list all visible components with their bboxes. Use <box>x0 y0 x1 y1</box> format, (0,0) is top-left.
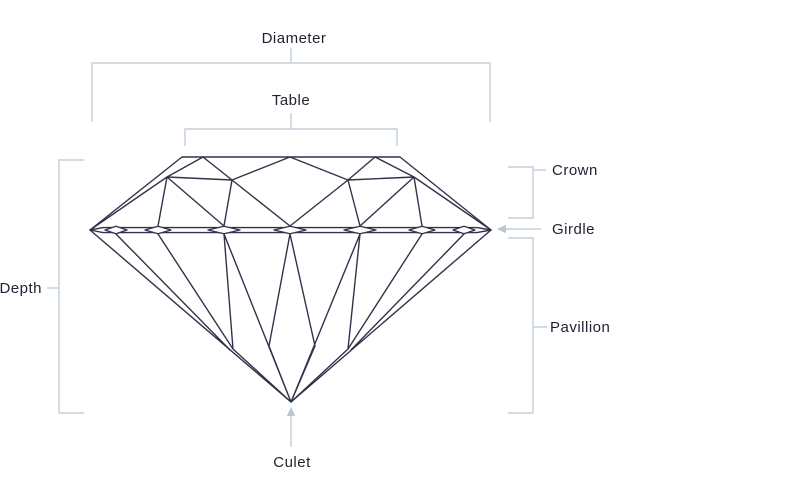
girdle-lens <box>144 225 172 235</box>
diameter-bracket <box>91 48 491 122</box>
table-bracket <box>184 113 398 146</box>
measurement-guides <box>47 48 547 447</box>
crown-bracket <box>508 166 546 219</box>
table-label: Table <box>271 92 311 109</box>
depth-bracket <box>47 159 84 414</box>
diamond-outline <box>89 156 492 403</box>
girdle-lens <box>273 225 307 235</box>
girdle-lens <box>408 225 436 235</box>
pavillion-label: Pavillion <box>550 319 611 336</box>
crown-facets <box>89 156 492 231</box>
girdle-lens <box>343 225 377 235</box>
pavillion-bracket <box>508 237 547 414</box>
diamond-drawing <box>89 156 492 403</box>
girdle-lenses <box>104 225 476 235</box>
culet-label: Culet <box>273 454 311 471</box>
crown-label: Crown <box>552 162 598 179</box>
girdle-lens <box>104 225 128 235</box>
pavilion-facets <box>115 233 465 403</box>
depth-label: Depth <box>0 280 42 297</box>
diameter-label: Diameter <box>261 30 327 47</box>
girdle-arrow-icon <box>497 224 541 234</box>
girdle-lens <box>207 225 241 235</box>
girdle-label: Girdle <box>552 221 596 238</box>
girdle-lens <box>452 225 476 235</box>
culet-arrow-icon <box>286 407 296 447</box>
